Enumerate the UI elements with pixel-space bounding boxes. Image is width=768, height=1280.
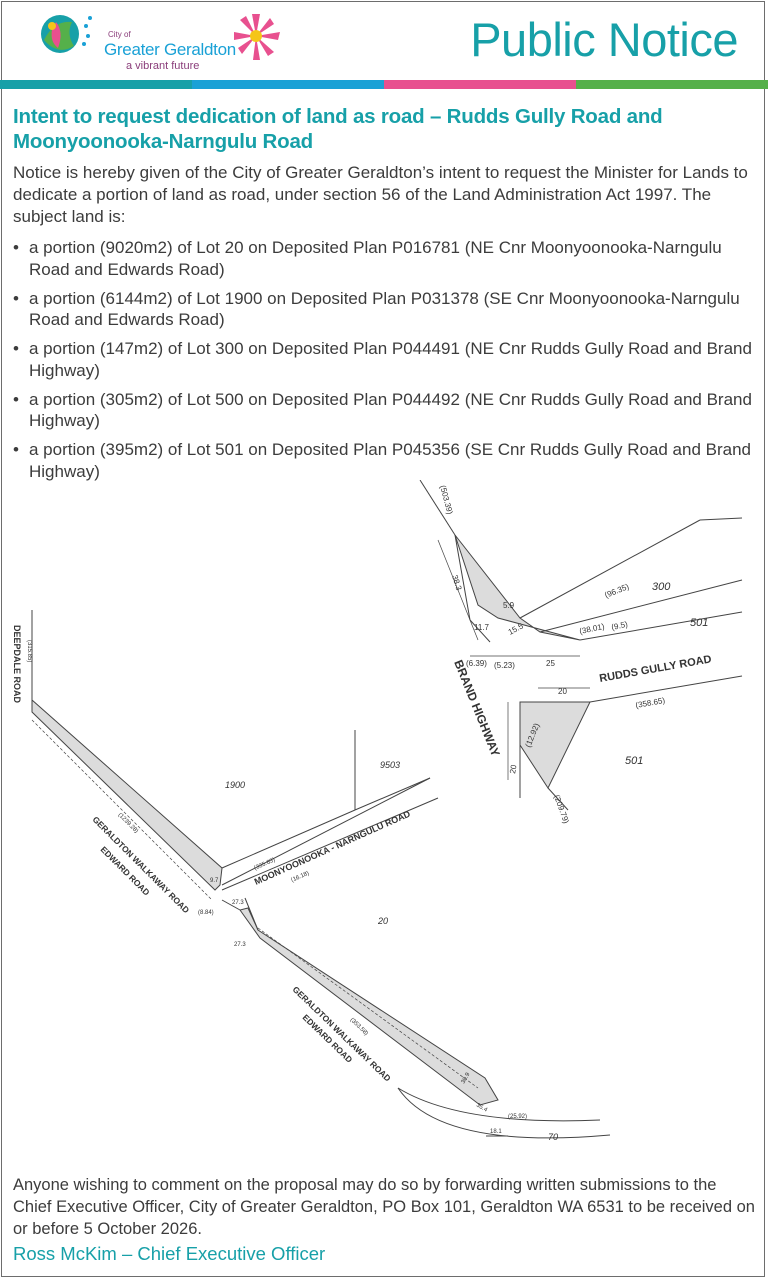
list-item: • a portion (305m2) of Lot 500 on Deposit… [13, 389, 758, 432]
lot-label-501-top: 501 [690, 617, 708, 629]
lot-label-501-bottom: 501 [625, 755, 643, 767]
logo-name-text: Greater Geraldton [104, 40, 236, 59]
bullet-icon: • [13, 339, 19, 358]
bullet-icon: • [13, 440, 19, 459]
lot-description: a portion (147m2) of Lot 300 on Deposite… [29, 339, 752, 380]
dimension-label: 9.7 [210, 878, 219, 884]
subject-land-list: • a portion (9020m2) of Lot 20 on Deposit… [13, 237, 758, 490]
bullet-icon: • [13, 288, 19, 308]
dimension-label: 35.4 [475, 1103, 489, 1114]
list-item: • a portion (395m2) of Lot 501 on Deposit… [13, 439, 758, 482]
dimension-label: (16.18) [290, 871, 310, 884]
lot-label-300: 300 [652, 581, 671, 593]
stripe-segment [0, 80, 192, 89]
lot-description: a portion (305m2) of Lot 500 on Deposite… [29, 389, 752, 431]
road-label-deepdale: DEEPDALE ROAD [12, 625, 22, 704]
list-item: • a portion (147m2) of Lot 300 on Deposit… [13, 338, 758, 381]
lot-label-1900: 1900 [225, 780, 245, 790]
road-label-brand-highway: BRAND HIGHWAY [451, 658, 503, 759]
dimension-label: 27.3 [232, 900, 244, 906]
stripe-segment [384, 80, 576, 89]
stripe-segment [192, 80, 384, 89]
bullet-icon: • [13, 238, 19, 257]
dimension-label: 20 [508, 763, 519, 774]
dimension-label: 27.3 [234, 942, 246, 948]
dimension-label: (25.92) [508, 1114, 527, 1120]
list-item: • a portion (6144m2) of Lot 1900 on Depos… [13, 288, 758, 331]
list-item: • a portion (9020m2) of Lot 20 on Deposit… [13, 237, 758, 280]
dimension-label: 30.9 [461, 1071, 472, 1085]
lot-label-20: 20 [377, 916, 388, 926]
dimension-label: 11.7 [474, 623, 490, 632]
public-notice-title: Public Notice [470, 13, 738, 66]
road-label-rudds-gully: RUDDS GULLY ROAD [598, 653, 712, 685]
dimension-label: 18.1 [490, 1129, 502, 1135]
survey-plan-diagram: RUDDS GULLY ROAD BRAND HIGHWAY 300 501 5… [12, 480, 743, 1142]
lot-description: a portion (6144m2) of Lot 1900 on Deposi… [29, 288, 740, 330]
city-logo-icon [41, 14, 280, 60]
dimension-label: (353.58) [349, 1017, 369, 1037]
lot-description: a portion (9020m2) of Lot 20 on Deposite… [29, 238, 722, 279]
dimension-label: (5.23) [494, 661, 515, 670]
lot-description: a portion (395m2) of Lot 501 on Deposite… [29, 440, 752, 481]
notice-header: City of Greater Geraldton a vibrant futu… [0, 0, 768, 80]
lot-label-9503: 9503 [380, 760, 400, 770]
stripe-segment [576, 80, 768, 89]
dimension-label: 25 [546, 659, 555, 668]
colour-stripe [0, 80, 768, 89]
dimension-label: 5.9 [503, 601, 515, 610]
lot-label-70: 70 [548, 1132, 558, 1142]
city-logo: City of Greater Geraldton a vibrant futu… [38, 12, 298, 80]
notice-intro: Notice is hereby given of the City of Gr… [13, 163, 748, 226]
dimension-label: 38.3 [450, 574, 464, 592]
dimension-label: (358.65) [635, 696, 666, 710]
dimension-label: (315.85) [26, 640, 32, 662]
logo-city-text: City of [108, 30, 131, 39]
lower-plan [31, 610, 611, 1139]
dimension-label: (8.84) [198, 910, 214, 916]
dimension-label: (9.5) [611, 620, 629, 632]
dimension-label: (209.79) [552, 794, 571, 825]
notice-headline: Intent to request dedication of land as … [13, 105, 663, 153]
ceo-signature: Ross McKim – Chief Executive Officer [13, 1243, 326, 1264]
dimension-label: (503.39) [438, 484, 454, 515]
dimension-label: 20 [558, 687, 567, 696]
dimension-label: (6.39) [466, 659, 487, 668]
dimension-label: (38.01) [579, 622, 606, 636]
upper-plan [419, 480, 743, 811]
submission-instructions: Anyone wishing to comment on the proposa… [13, 1176, 755, 1238]
bullet-icon: • [13, 389, 19, 409]
dimension-label: (96.35) [603, 582, 630, 600]
logo-tagline: a vibrant future [126, 60, 200, 72]
